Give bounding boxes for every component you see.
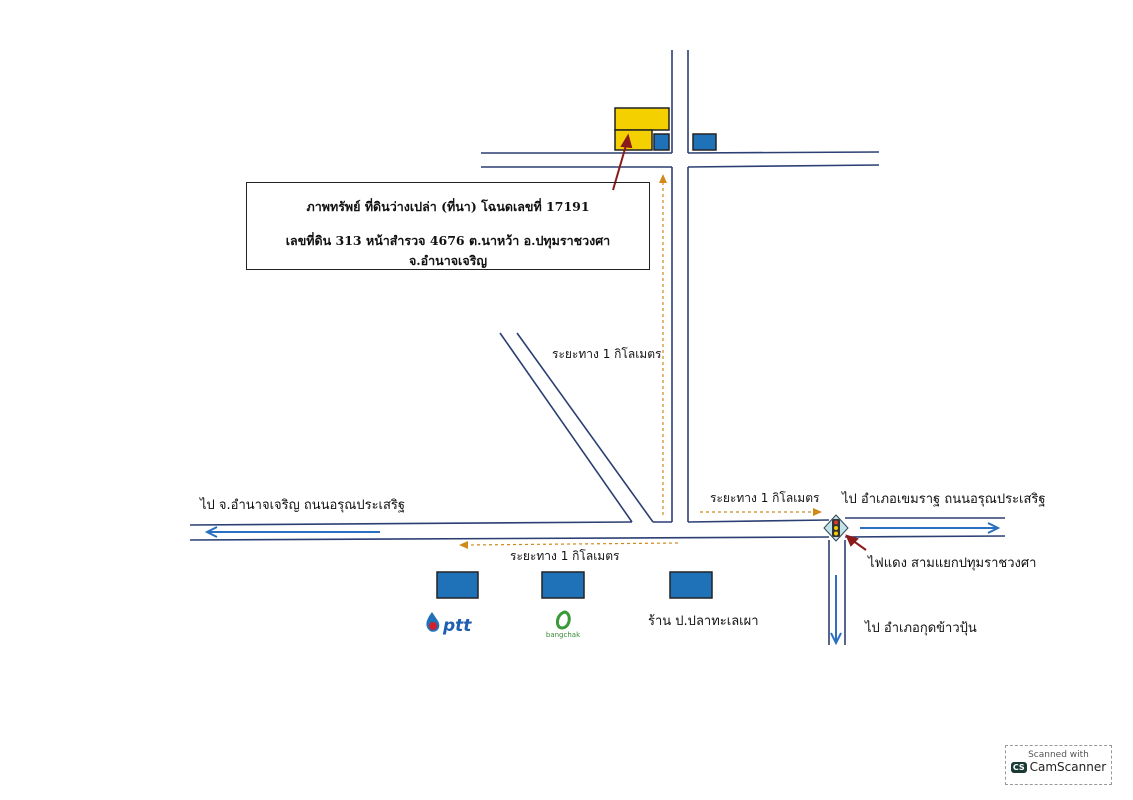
svg-text:bangchak: bangchak — [546, 631, 581, 639]
distance-markers — [465, 180, 815, 546]
property-title: ภาพทรัพย์ ที่ดินว่างเปล่า (ที่นา) โฉนดเล… — [306, 199, 590, 214]
property-details: เลขที่ดิน 313 หน้าสำรวจ 4676 ต.นาหว้า อ.… — [285, 233, 611, 268]
property-info-box: ภาพทรัพย์ ที่ดินว่างเปล่า (ที่นา) โฉนดเล… — [246, 182, 650, 270]
traffic-light-label: ไฟแดง สามแยกปทุมราชวงศา — [868, 556, 1037, 571]
watermark-caption: Scanned with — [1028, 750, 1089, 760]
distance-label-left: ระยะทาง 1 กิโลเมตร — [510, 549, 620, 563]
building — [692, 133, 717, 151]
roads — [189, 50, 1006, 645]
shop-building — [669, 571, 713, 599]
ptt-station-building — [436, 571, 479, 599]
pointer-arrows — [612, 133, 867, 551]
distance-label-right: ระยะทาง 1 กิโลเมตร — [710, 491, 820, 505]
bangchak-station-building — [541, 571, 585, 599]
ptt-logo: ptt — [426, 612, 472, 636]
to-amnat-label: ไป จ.อำนาจเจริญ ถนนอรุณประเสริฐ — [200, 498, 406, 513]
bangchak-logo: bangchak — [546, 610, 581, 639]
traffic-light-icon — [823, 514, 849, 542]
to-khemarat-label: ไป อำเภอเขมราฐ ถนนอรุณประเสริฐ — [842, 492, 1046, 507]
svg-text:ptt: ptt — [442, 616, 472, 636]
property-plot-sub — [614, 129, 653, 151]
camscanner-logo-icon: CS — [1010, 761, 1027, 773]
building — [653, 133, 670, 151]
buildings — [436, 107, 717, 599]
property-plot-main — [614, 107, 670, 131]
to-kut-khaopun-label: ไป อำเภอกุดข้าวปุ้น — [865, 621, 977, 636]
shop-label: ร้าน ป.ปลาทะเลเผา — [648, 614, 759, 629]
direction-arrows — [204, 522, 1001, 646]
watermark-brand: CamScanner — [1029, 760, 1107, 774]
distance-label-vertical: ระยะทาง 1 กิโลเมตร — [552, 347, 662, 361]
